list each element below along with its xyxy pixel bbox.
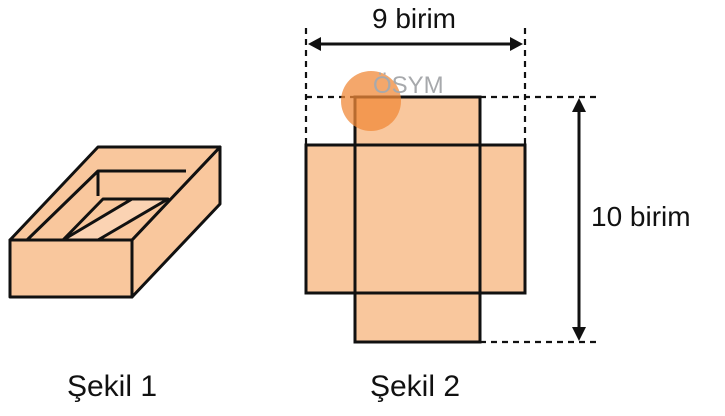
- osym-watermark: ÖSYM: [341, 71, 444, 131]
- watermark-circle: [341, 71, 401, 131]
- width-dimension: 9 birim: [308, 3, 523, 51]
- height-label: 10 birim: [591, 201, 691, 232]
- figure-1-open-box: [8, 145, 222, 299]
- width-arrow-left-head: [308, 37, 321, 51]
- net-base: [353, 143, 482, 295]
- net-right-flap: [478, 143, 527, 295]
- net-left-flap: [304, 143, 357, 295]
- net-faces: [304, 95, 527, 344]
- dashed-guides: [304, 28, 598, 344]
- box-front-face: [8, 238, 134, 299]
- width-label: 9 birim: [372, 3, 456, 34]
- figure-1-caption: Şekil 1: [67, 370, 157, 403]
- watermark-text: ÖSYM: [373, 72, 444, 99]
- height-arrow-top-head: [572, 98, 586, 112]
- box-inner-edges: [25, 169, 186, 242]
- net-bottom-flap: [353, 291, 482, 344]
- height-arrow-bottom-head: [572, 327, 586, 341]
- width-arrow-right-head: [510, 37, 523, 51]
- height-dimension: 10 birim: [572, 98, 691, 341]
- figure-2-caption: Şekil 2: [370, 370, 460, 403]
- figure-2-net: ÖSYM 9 birim 10 birim: [304, 3, 691, 344]
